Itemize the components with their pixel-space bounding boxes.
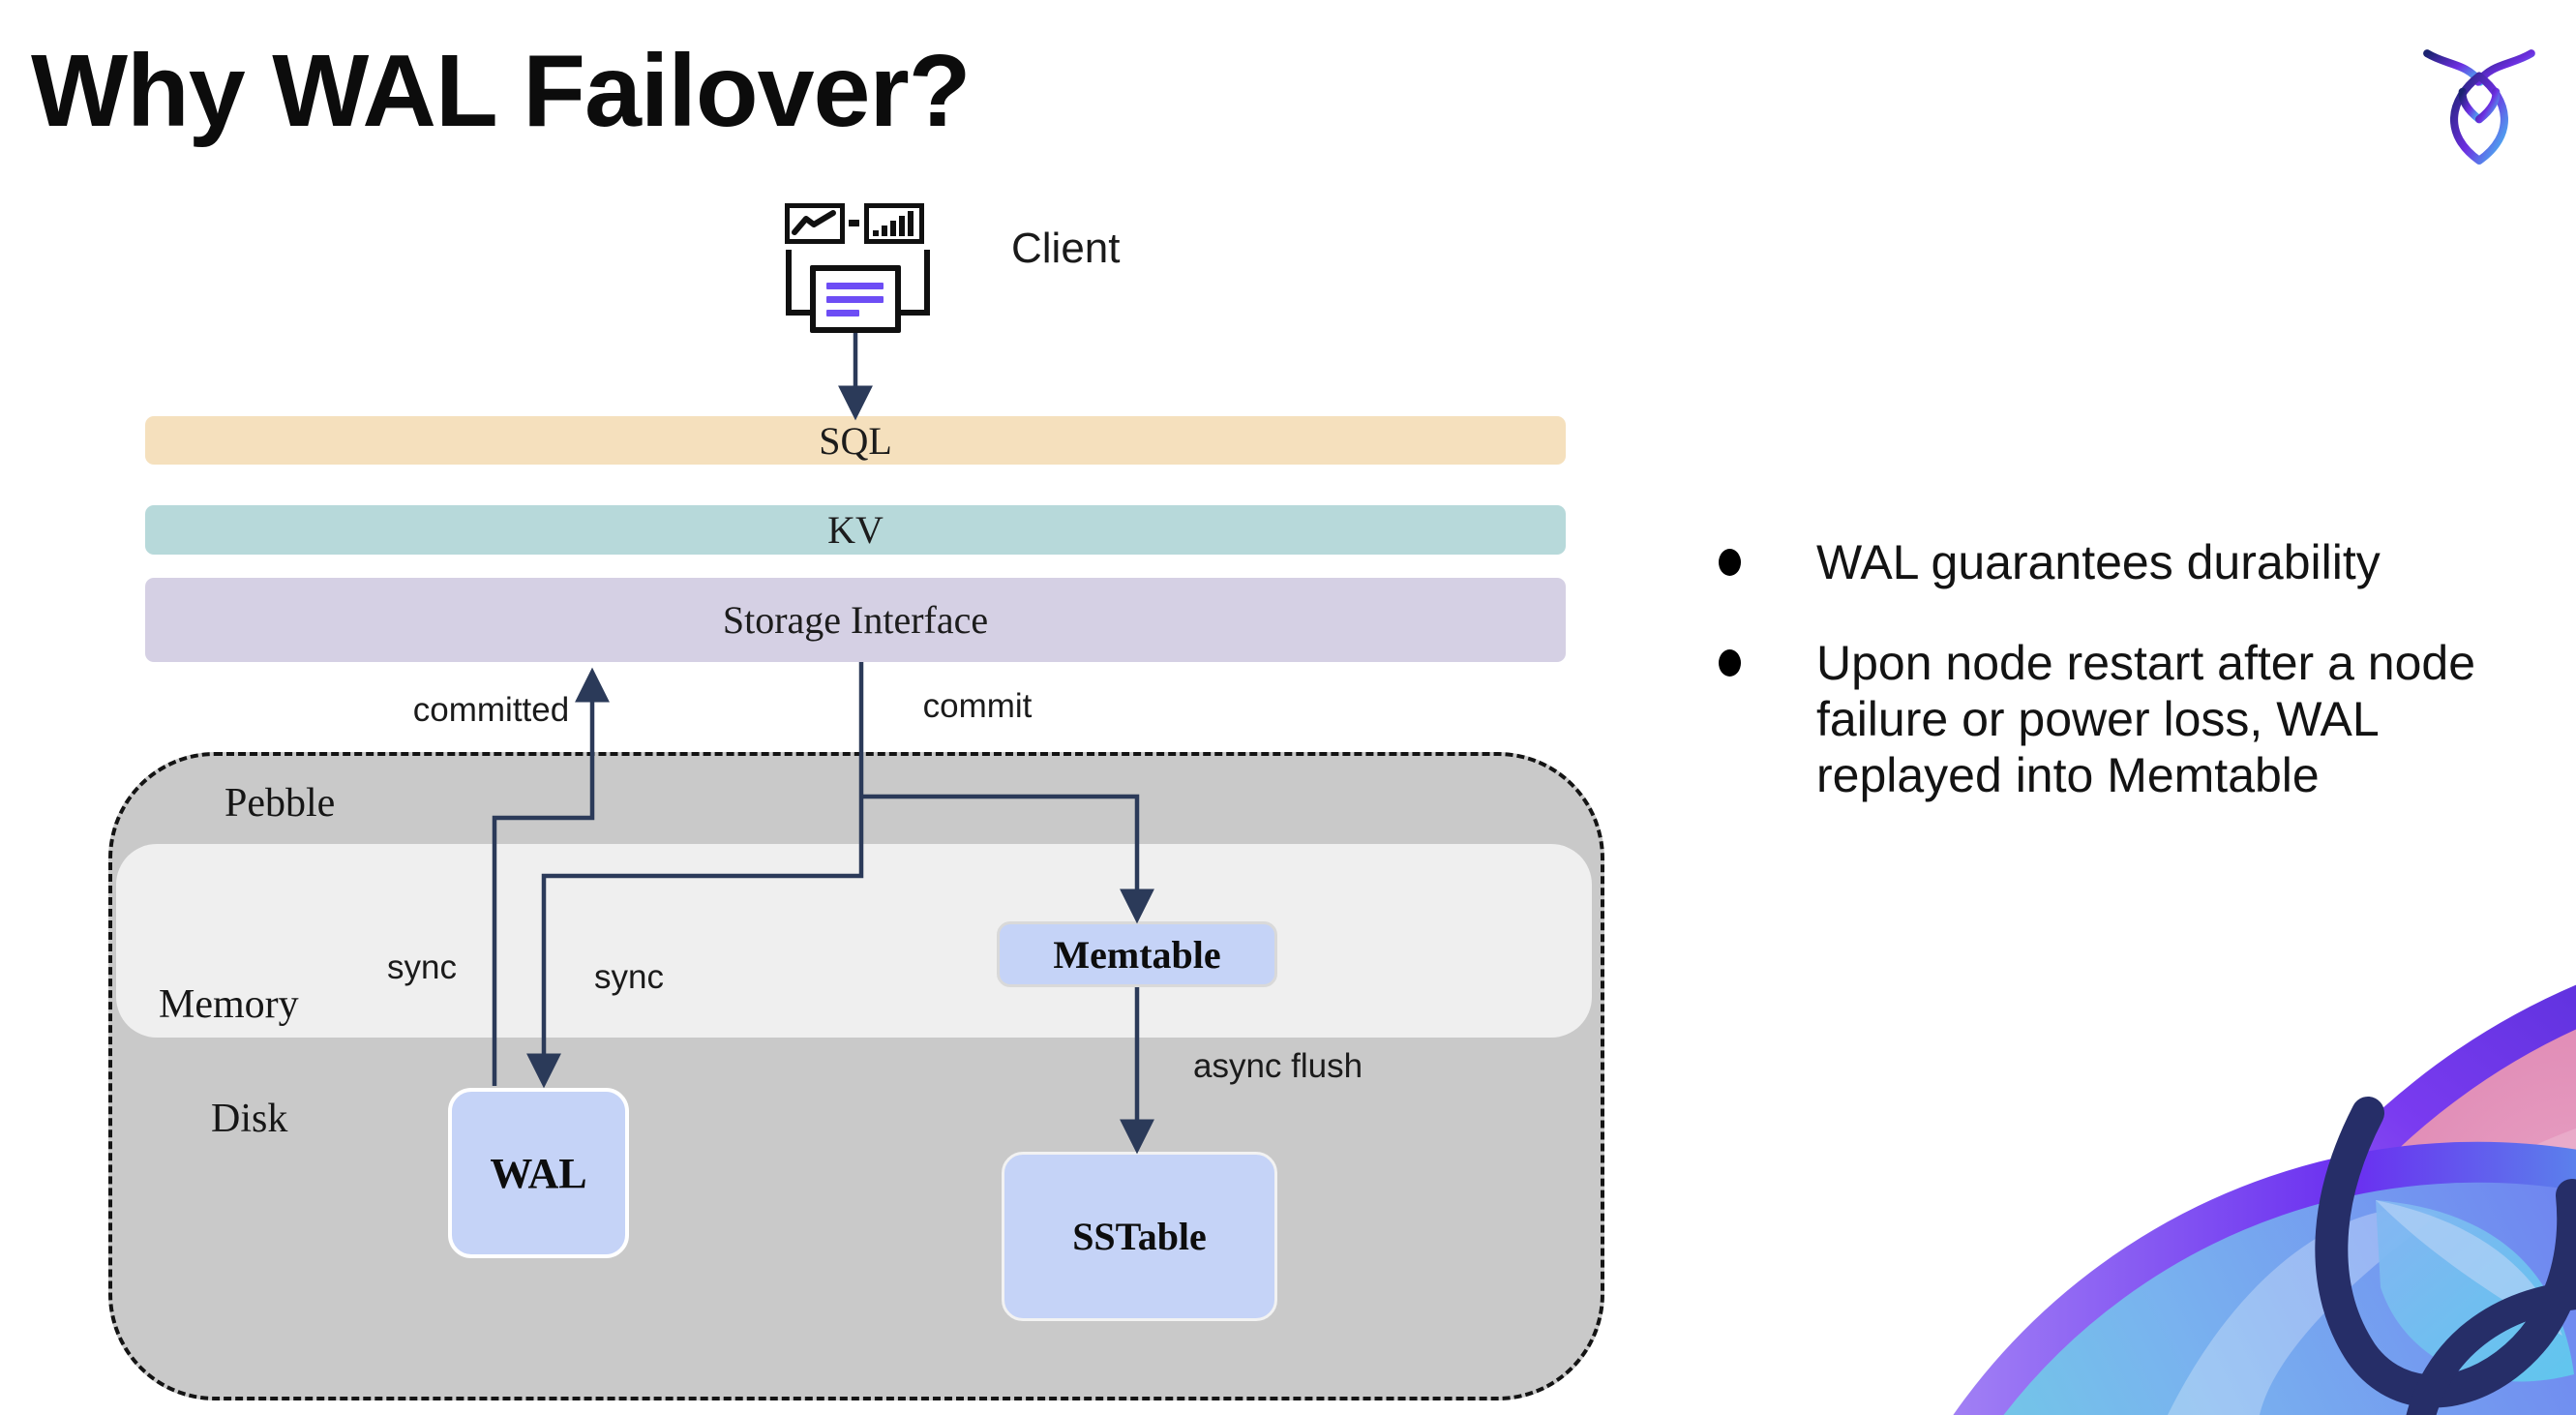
layer-storage-interface-label: Storage Interface (722, 598, 989, 642)
bullet-item: WAL guarantees durability (1715, 534, 2566, 590)
sstable-node: SSTable (1002, 1152, 1277, 1321)
client-document-icon (810, 265, 901, 333)
edge-label-committed: committed (412, 691, 570, 729)
layer-sql-label: SQL (819, 418, 892, 463)
memtable-node: Memtable (997, 921, 1277, 987)
disk-label: Disk (211, 1097, 288, 1141)
edge-label-commit: commit (922, 687, 1033, 725)
wal-node: WAL (448, 1088, 629, 1258)
client-linechart-icon (785, 203, 845, 244)
bullet-item: Upon node restart after a node failure o… (1715, 635, 2566, 803)
wal-node-label: WAL (490, 1149, 587, 1197)
bullet-dot (1719, 649, 1741, 677)
client-monitor-frame-right (899, 250, 930, 316)
memtable-node-label: Memtable (1053, 932, 1221, 977)
edge-label-sync-left: sync (387, 948, 457, 986)
bullet-dot (1719, 549, 1741, 576)
client-label: Client (1011, 225, 1121, 272)
client-icon-dash (849, 220, 859, 226)
layer-sql: SQL (145, 416, 1566, 465)
bullet-text: Upon node restart after a node failure o… (1816, 636, 2476, 802)
layer-kv-label: KV (827, 508, 884, 552)
memory-label: Memory (159, 982, 299, 1027)
edge-label-async-flush: async flush (1193, 1047, 1363, 1085)
memory-zone (116, 844, 1592, 1038)
page-title: Why WAL Failover? (31, 34, 971, 148)
layer-storage-interface: Storage Interface (145, 578, 1566, 662)
bullet-text: WAL guarantees durability (1816, 535, 2381, 589)
cockroach-logo-icon (2423, 49, 2535, 165)
client-monitor-frame-left (786, 250, 817, 316)
pebble-label: Pebble (225, 781, 336, 826)
sstable-node-label: SSTable (1072, 1215, 1207, 1258)
edge-label-sync-right: sync (594, 958, 664, 996)
client-barchart-icon (864, 203, 924, 244)
layer-kv: KV (145, 505, 1566, 555)
bullet-list: WAL guarantees durability Upon node rest… (1715, 534, 2566, 848)
